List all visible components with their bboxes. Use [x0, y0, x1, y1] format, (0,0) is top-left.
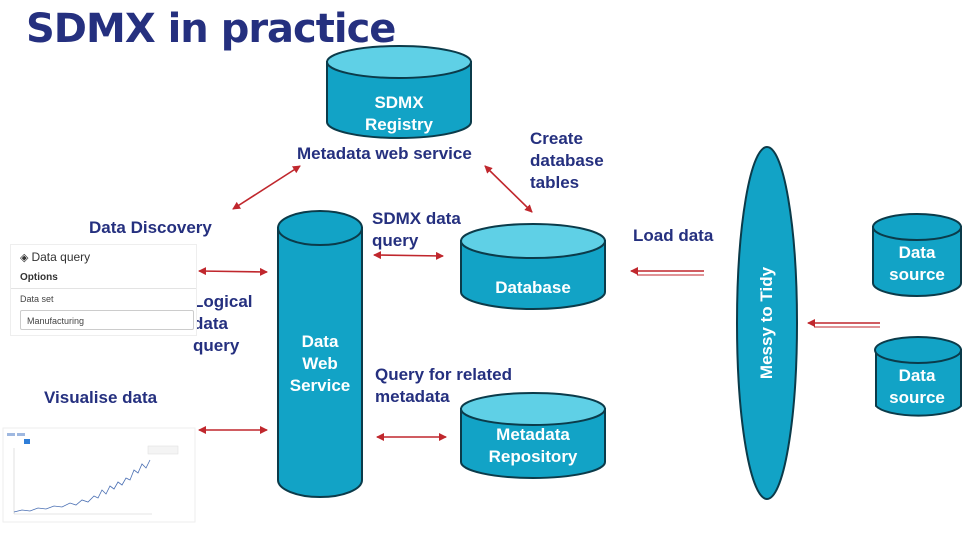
data-web-service-label: Data Web Service — [289, 332, 351, 395]
data-source-2-label: Data source — [889, 366, 945, 407]
arrow-registry-discovery — [232, 165, 301, 210]
database-label: Database — [495, 278, 571, 297]
data-source-1-cylinder — [872, 213, 962, 297]
panel-divider — [11, 288, 196, 289]
data-web-service-cylinder — [277, 210, 363, 498]
query-related-metadata-label: Query for related metadata — [375, 365, 512, 406]
data-discovery-label: Data Discovery — [89, 218, 212, 237]
metadata-repository-label: Metadata Repository — [488, 425, 578, 466]
registry-label: SDMX Registry — [364, 93, 434, 134]
page-title: SDMX in practice — [26, 6, 396, 52]
messy-to-tidy-ellipse — [736, 146, 798, 500]
metadata-web-service-label: Metadata web service — [297, 144, 472, 163]
data-query-header: ◈Data query — [20, 250, 91, 264]
data-set-label: Data set — [20, 294, 54, 304]
registry-cylinder — [326, 45, 472, 139]
visualise-data-label: Visualise data — [44, 388, 158, 407]
create-database-tables-label: Create database tables — [530, 129, 604, 192]
tag-icon: ◈ — [20, 252, 29, 264]
options-heading: Options — [20, 272, 58, 283]
arrow-registry-database — [484, 165, 533, 213]
data-source-2-cylinder — [874, 336, 962, 417]
data-source-1-label: Data source — [889, 243, 945, 284]
metadata-repository-cylinder — [460, 392, 606, 479]
arrow-discovery-service — [198, 267, 268, 276]
logical-data-query-label: Logical data query — [193, 292, 253, 355]
arrow-service-database — [373, 251, 444, 260]
database-cylinder — [460, 223, 606, 310]
data-set-input[interactable]: Manufacturing — [20, 310, 194, 330]
load-data-label: Load data — [633, 226, 714, 245]
messy-to-tidy-label: Messy to Tidy — [757, 266, 776, 380]
sdmx-data-query-label: SDMX data query — [372, 209, 461, 250]
visualise-chart-thumbnail — [2, 427, 196, 523]
data-query-panel: ◈Data query Options Data set Manufacturi… — [10, 244, 197, 336]
